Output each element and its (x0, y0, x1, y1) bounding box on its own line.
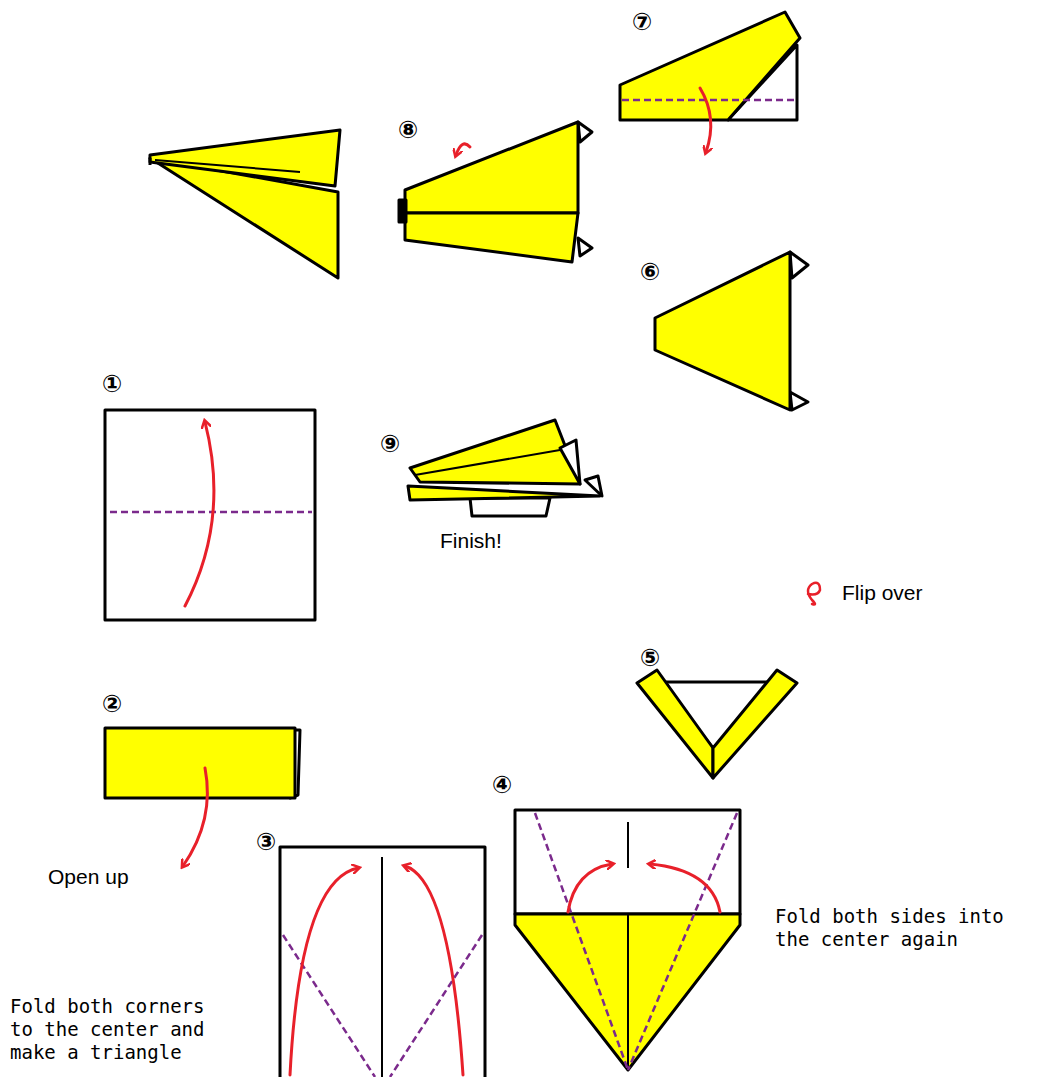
step-number: ⑨ (380, 432, 400, 456)
step-4-rect (515, 810, 740, 1070)
fold-arrows (183, 88, 820, 1075)
step-2-rect (105, 728, 300, 798)
step-3-rect (280, 847, 485, 1077)
step-5-shape (637, 670, 797, 778)
step-number: ② (102, 692, 122, 716)
step-number: ① (102, 372, 122, 396)
step-number: ⑥ (640, 260, 660, 284)
step-number: ⑤ (640, 646, 660, 670)
step-number: ⑧ (398, 118, 418, 142)
step-8-plane (399, 122, 592, 262)
flip-note: Flip over (842, 580, 923, 605)
step-9-plane (408, 420, 602, 516)
step-number: ④ (492, 773, 512, 797)
open-note: Open up (48, 864, 129, 889)
step-6-shape (655, 252, 808, 410)
instruction-note: Fold both sides into the center again (775, 905, 1015, 951)
step-number: ⑦ (632, 10, 652, 34)
finished-plane (150, 130, 340, 278)
step-1-square (105, 410, 315, 620)
step-number: ③ (256, 830, 276, 854)
instruction-note: Fold both corners to the center and make… (10, 995, 220, 1063)
finish-text: Finish! (440, 528, 502, 553)
